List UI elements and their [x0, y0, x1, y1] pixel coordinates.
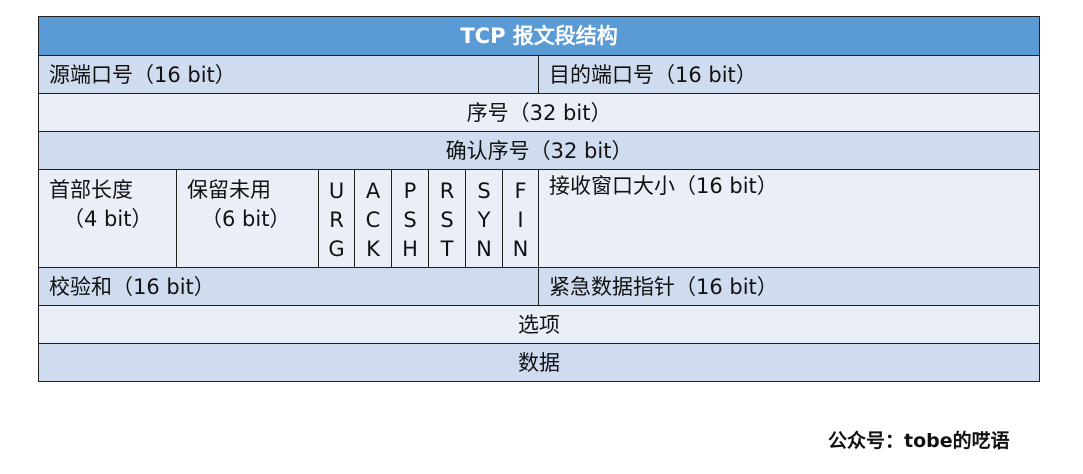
dest-port-cell: 目的端口号（16 bit） — [537, 55, 1041, 94]
window-size-cell: 接收窗口大小（16 bit） — [537, 169, 1041, 268]
reserved-cell: 保留未用 （6 bit） — [176, 169, 319, 268]
flag-letter: C — [365, 207, 381, 232]
flag-letter: T — [440, 236, 454, 261]
sequence-number-cell: 序号（32 bit） — [37, 93, 1041, 132]
watermark-text: 公众号：tobe的呓语 — [828, 430, 1010, 452]
flag-letter: N — [512, 236, 529, 261]
checksum-cell: 校验和（16 bit） — [38, 267, 539, 306]
flag-rst-cell: R S T — [428, 169, 466, 268]
flag-ack-cell: A C K — [354, 169, 392, 268]
flag-letter: P — [403, 178, 417, 203]
data-cell: 数据 — [37, 343, 1041, 382]
ack-number-cell: 确认序号（32 bit） — [37, 131, 1041, 170]
flag-letter: A — [365, 178, 381, 203]
reserved-label: 保留未用 — [187, 178, 271, 202]
flag-letter: I — [517, 207, 524, 232]
flag-syn-cell: S Y N — [465, 169, 503, 268]
flag-psh-cell: P S H — [391, 169, 429, 268]
source-port-cell: 源端口号（16 bit） — [38, 55, 539, 94]
flag-letter: S — [477, 178, 491, 203]
flag-letter: G — [328, 236, 345, 261]
reserved-bits: （6 bit） — [201, 207, 291, 231]
flag-letter: K — [366, 236, 380, 261]
flag-letter: N — [476, 236, 492, 261]
options-cell: 选项 — [37, 305, 1041, 344]
table-title: TCP 报文段结构 — [37, 16, 1041, 56]
flag-letter: S — [440, 207, 454, 232]
flag-letter: S — [403, 207, 417, 232]
flag-letter: R — [329, 207, 344, 232]
flag-letter: F — [514, 178, 527, 203]
header-length-label: 首部长度 — [49, 178, 133, 202]
flag-letter: H — [402, 236, 418, 261]
tcp-segment-table: TCP 报文段结构 源端口号（16 bit） 目的端口号（16 bit） 序号（… — [37, 16, 1041, 382]
flag-fin-cell: F I N — [502, 169, 539, 268]
urgent-pointer-cell: 紧急数据指针（16 bit） — [537, 267, 1041, 306]
header-length-bits: （4 bit） — [63, 207, 153, 231]
flag-letter: R — [439, 178, 455, 203]
flag-urg-cell: U R G — [318, 169, 355, 268]
header-length-cell: 首部长度 （4 bit） — [38, 169, 177, 268]
flag-letter: U — [328, 178, 345, 203]
flag-letter: Y — [477, 207, 491, 232]
